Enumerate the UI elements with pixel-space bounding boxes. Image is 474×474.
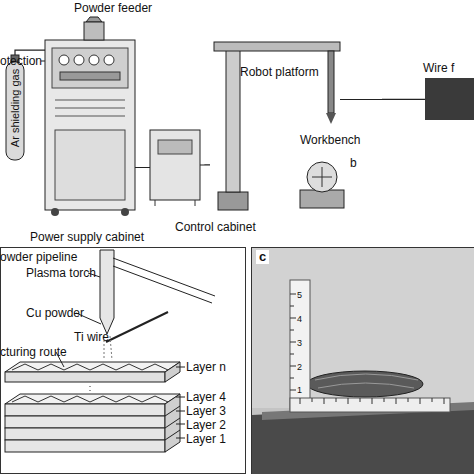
control-panel bbox=[52, 48, 128, 88]
callout-label: Ti wire bbox=[74, 330, 109, 344]
powder-feeder: Powder feeder bbox=[82, 18, 106, 40]
cable-line bbox=[135, 167, 150, 168]
bead-ripples bbox=[315, 374, 418, 388]
power-supply-cabinet bbox=[45, 40, 135, 210]
meter bbox=[89, 55, 99, 65]
table-cross bbox=[312, 167, 332, 187]
ruler-ticks bbox=[300, 398, 444, 404]
callout-label: cturing route bbox=[0, 345, 67, 359]
plasma-torch bbox=[100, 250, 114, 334]
layer-slab bbox=[5, 440, 165, 452]
callout-label: Cu powder bbox=[26, 306, 84, 320]
ruler bbox=[290, 398, 450, 412]
vent-lines bbox=[55, 100, 125, 116]
robot-arm bbox=[214, 42, 340, 51]
powder-pipeline bbox=[113, 258, 215, 303]
node-label: Wire f bbox=[423, 61, 454, 75]
layer-slab bbox=[5, 404, 165, 416]
photo-background bbox=[252, 248, 474, 408]
meter bbox=[104, 55, 114, 65]
rotary-table bbox=[307, 162, 337, 192]
ruler-ticks bbox=[290, 294, 296, 402]
cabinet-legs bbox=[155, 200, 195, 206]
gas-cylinder bbox=[6, 62, 24, 160]
layer-slab bbox=[165, 362, 180, 382]
cabinet-door bbox=[55, 130, 125, 200]
feeder-hopper bbox=[86, 17, 102, 22]
ruler bbox=[290, 280, 310, 410]
powder-feeder bbox=[84, 22, 104, 40]
control-cabinet: Control cabinet bbox=[150, 130, 200, 200]
ruler-number: 1 bbox=[297, 383, 302, 397]
scan-route bbox=[12, 396, 168, 402]
layer-slab bbox=[5, 394, 180, 404]
workbench-base bbox=[300, 190, 344, 208]
layer-slab bbox=[5, 416, 165, 428]
node-label: Power supply cabinet bbox=[30, 230, 144, 244]
node-label: Robot platform bbox=[240, 65, 319, 79]
cable-line bbox=[200, 164, 210, 165]
robot-base bbox=[218, 192, 248, 210]
layer-label: Layer 4 bbox=[186, 390, 226, 404]
layer-label: Layer n bbox=[186, 360, 226, 374]
panel-letter: c bbox=[256, 250, 269, 264]
switch-row bbox=[60, 72, 120, 80]
deposited-bead bbox=[307, 371, 423, 397]
callout-label: otection bbox=[0, 54, 42, 68]
layer-label: Layer 3 bbox=[186, 404, 226, 418]
torch-holder bbox=[328, 51, 334, 113]
wheel bbox=[51, 208, 59, 216]
wire-feeder bbox=[425, 78, 474, 120]
layer-label: Layer 2 bbox=[186, 418, 226, 432]
cable-line bbox=[340, 99, 425, 100]
layer-label: Layer 1 bbox=[186, 432, 226, 446]
robot-platform: Robot platformWorkbench bbox=[210, 40, 340, 210]
torch-head bbox=[326, 113, 336, 124]
photo-frame bbox=[252, 248, 474, 474]
scan-route bbox=[12, 364, 168, 370]
node-label: Control cabinet bbox=[175, 220, 256, 234]
power-supply-cabinet: Power supply cabinet bbox=[45, 40, 135, 210]
panel-frame bbox=[1, 248, 246, 474]
ruler-number: 5 bbox=[297, 288, 302, 302]
meter bbox=[59, 55, 69, 65]
robot-column bbox=[226, 48, 240, 192]
cabinet-screen bbox=[158, 140, 192, 154]
layer-slab bbox=[5, 362, 180, 372]
ruler-number: 4 bbox=[297, 312, 302, 326]
layer-slab bbox=[5, 428, 165, 440]
layer-slab bbox=[5, 372, 165, 382]
ruler-number: 2 bbox=[297, 360, 302, 374]
ruler-number: 3 bbox=[297, 336, 302, 350]
node-label: Ar shielding gas bbox=[8, 68, 22, 146]
layer-slab bbox=[165, 394, 180, 452]
gas-cylinder: Ar shielding gas bbox=[6, 55, 24, 160]
panel-marker: b bbox=[350, 156, 357, 170]
meter bbox=[74, 55, 84, 65]
ti-wire bbox=[106, 312, 168, 342]
node-label: Powder feeder bbox=[74, 1, 152, 15]
leader-line bbox=[176, 367, 185, 438]
callout-label: Plasma torch bbox=[26, 266, 96, 280]
workbench: Workbench bbox=[292, 152, 350, 208]
callout-label: owder pipeline bbox=[0, 250, 77, 264]
wheel bbox=[121, 208, 129, 216]
control-cabinet bbox=[150, 130, 200, 200]
node-label: Workbench bbox=[300, 133, 360, 147]
wire-feeder: Wire f bbox=[425, 78, 474, 120]
